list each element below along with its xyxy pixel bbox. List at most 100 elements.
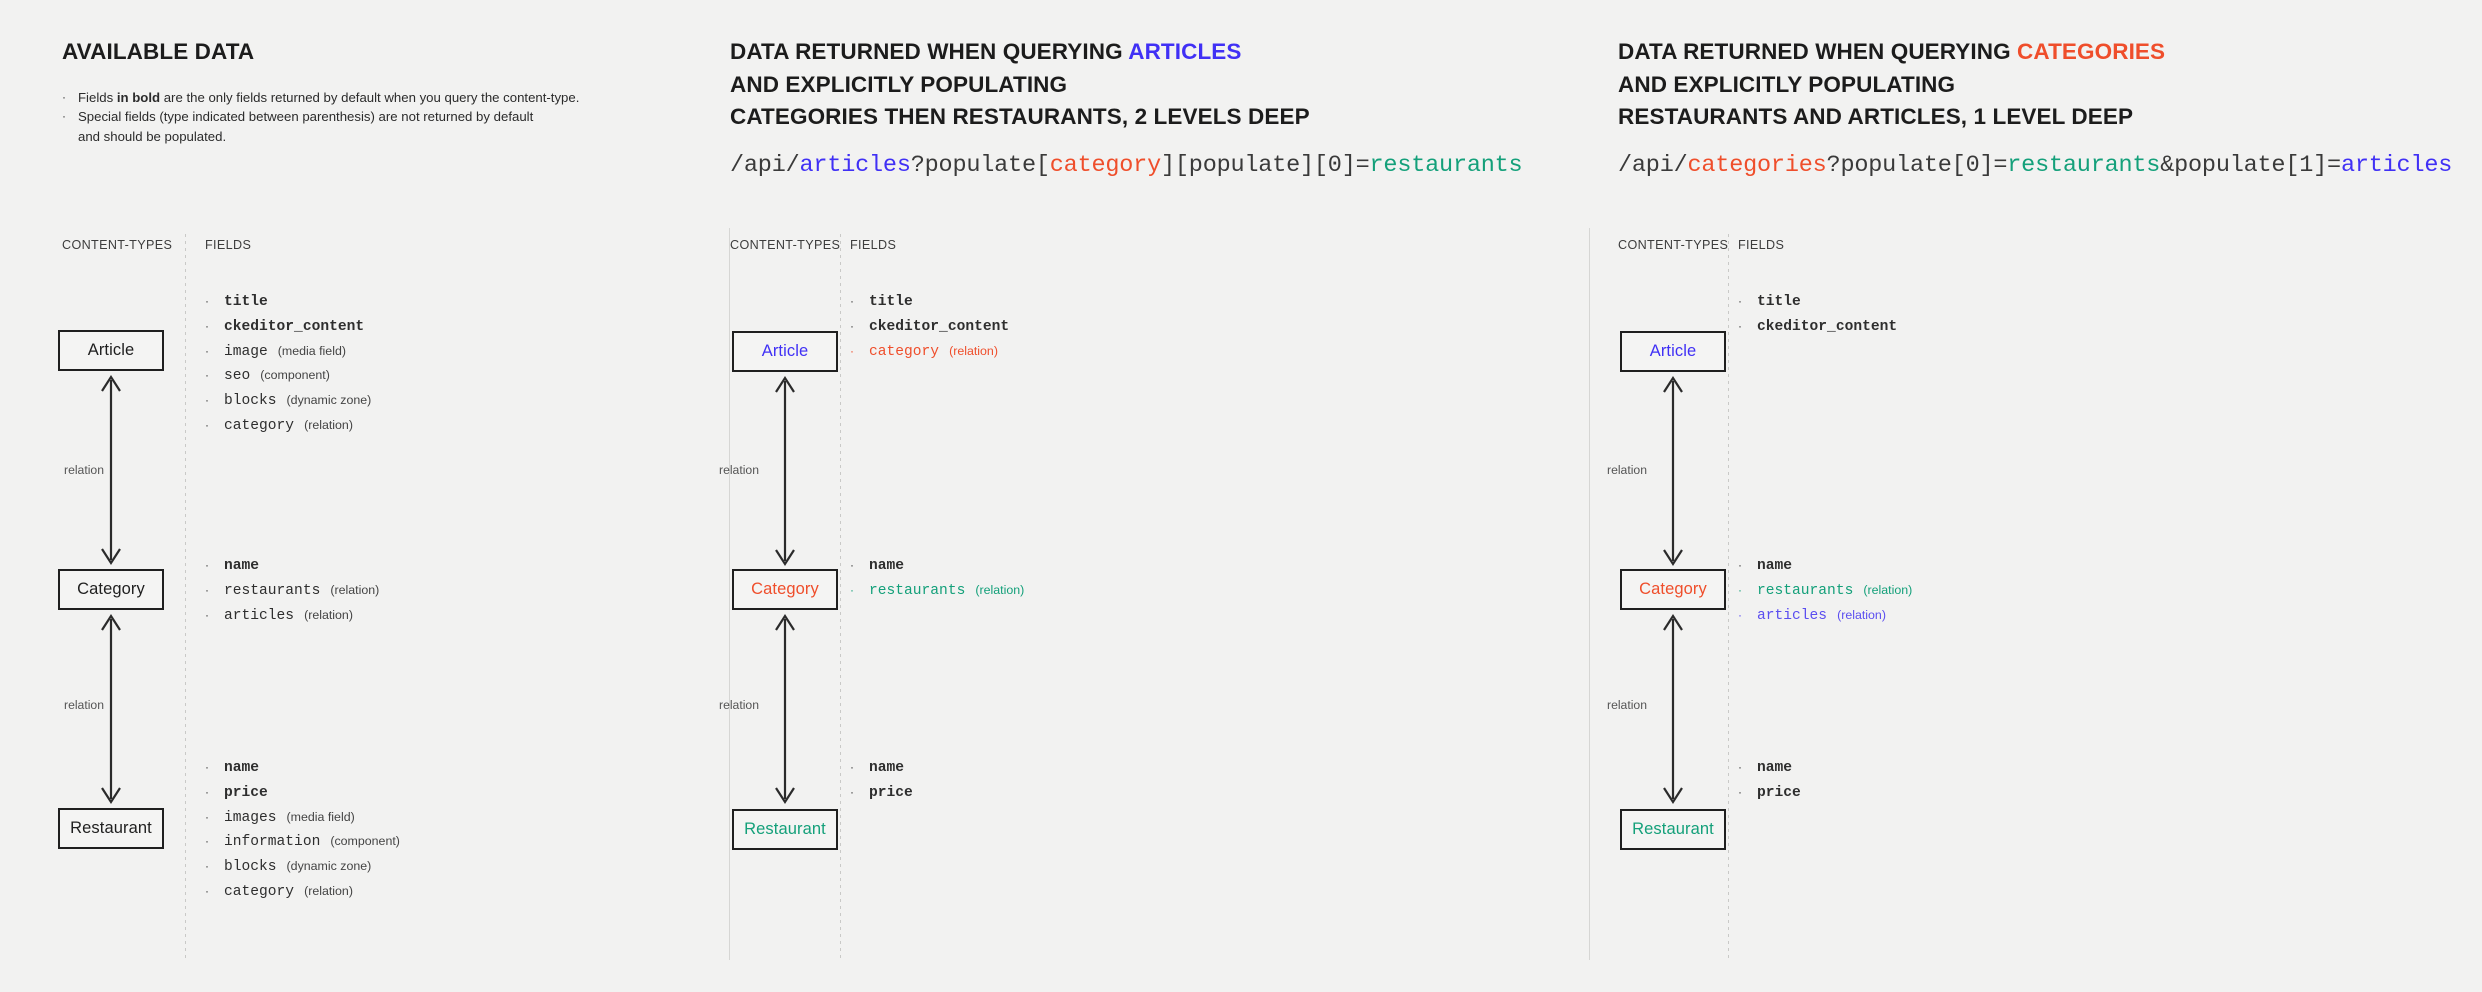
caption-content-types: CONTENT-TYPES — [1618, 238, 1729, 252]
relation-connector — [94, 611, 128, 807]
bullet-icon: · — [205, 760, 209, 774]
heading-accent: ARTICLES — [1128, 39, 1242, 64]
heading-line: AND EXPLICITLY POPULATING — [1618, 71, 1956, 97]
field-name: name — [1757, 760, 1793, 776]
field-name: category — [224, 883, 295, 900]
note-text: Special fields (type indicated between p… — [78, 109, 534, 125]
url-segment: ?populate[ — [910, 152, 1050, 179]
node-article[interactable]: Article — [732, 331, 838, 372]
field-row: ·name — [205, 558, 379, 574]
field-name: price — [869, 784, 913, 801]
relation-connector — [1656, 611, 1690, 807]
bullet-icon: · — [205, 883, 209, 898]
field-row: ·restaurants(relation) — [1738, 583, 1912, 599]
field-name: price — [1757, 784, 1801, 801]
notes-list: · Fields in bold are the only fields ret… — [62, 88, 682, 146]
field-row: ·price — [850, 785, 913, 801]
field-name: articles — [1757, 607, 1828, 624]
field-row: ·ckeditor_content — [1738, 319, 1897, 335]
bullet-icon: · — [1738, 294, 1742, 308]
note-continuation: and should be populated. — [78, 128, 227, 144]
relation-connector — [1656, 373, 1690, 569]
double-arrow-icon — [775, 375, 795, 567]
panel-separator — [729, 228, 730, 960]
column-divider — [1728, 234, 1729, 960]
column-divider — [185, 234, 186, 960]
url-segment: /api/ — [730, 152, 800, 179]
field-row: ·blocks(dynamic zone) — [205, 859, 400, 875]
url-segment: &populate[1]= — [2160, 152, 2341, 179]
note-text: Fields in bold are the only fields retur… — [78, 90, 580, 105]
field-row: ·information(component) — [205, 834, 400, 850]
node-category[interactable]: Category — [732, 569, 838, 610]
node-restaurant[interactable]: Restaurant — [58, 808, 164, 849]
field-name: name — [1757, 558, 1793, 574]
bullet-icon: · — [1738, 784, 1742, 799]
field-type: (relation) — [1863, 582, 1913, 597]
bullet-icon: · — [1738, 760, 1742, 774]
bullet-icon: · — [205, 294, 209, 308]
bullet-icon: · — [1738, 318, 1742, 333]
bullet-icon: · — [62, 109, 66, 124]
double-arrow-icon — [1663, 613, 1683, 805]
field-name: restaurants — [224, 582, 321, 599]
node-category[interactable]: Category — [58, 569, 164, 610]
column-divider — [840, 234, 841, 960]
field-row: ·title — [205, 294, 371, 310]
caption-fields: FIELDS — [205, 238, 252, 252]
field-type: (dynamic zone) — [286, 393, 372, 408]
field-row: · name — [205, 760, 400, 776]
field-row: ·name — [850, 558, 1024, 574]
field-row: ·articles(relation) — [1738, 608, 1912, 624]
field-name: articles — [224, 607, 295, 624]
field-row: ·images(media field) — [205, 810, 400, 826]
heading-line: AVAILABLE DATA — [62, 39, 255, 64]
field-name: name — [869, 760, 905, 776]
panel-separator — [1589, 228, 1590, 960]
field-name: ckeditor_content — [224, 318, 365, 335]
field-type: (component) — [260, 368, 330, 383]
double-arrow-icon — [101, 374, 121, 566]
field-name: name — [224, 760, 260, 776]
field-type: (relation) — [304, 883, 353, 898]
url-segment: ?populate[0]= — [1826, 152, 2008, 179]
bullet-icon: · — [850, 760, 854, 774]
bullet-icon: · — [850, 558, 854, 572]
field-row: ·ckeditor_content — [850, 319, 1009, 335]
caption-fields: FIELDS — [1738, 238, 1785, 252]
relation-label: relation — [64, 463, 104, 477]
field-name: category — [224, 417, 295, 434]
url-segment: restaurants — [2007, 152, 2161, 179]
field-row: ·articles(relation) — [205, 608, 379, 624]
relation-label: relation — [1607, 698, 1647, 712]
note-item: · Fields in bold are the only fields ret… — [62, 88, 682, 107]
node-article[interactable]: Article — [58, 330, 164, 371]
field-type: (relation) — [975, 582, 1025, 597]
field-type: (relation) — [304, 607, 353, 622]
fields-restaurant: · name ·price — [850, 760, 913, 810]
field-name: images — [224, 809, 277, 826]
node-restaurant[interactable]: Restaurant — [1620, 809, 1726, 850]
bullet-icon: · — [205, 558, 209, 572]
field-type: (media field) — [277, 343, 346, 358]
fields-category: ·name ·restaurants(relation) — [850, 558, 1024, 608]
bullet-icon: · — [205, 582, 209, 597]
heading-line: CATEGORIES THEN RESTAURANTS, 2 LEVELS DE… — [730, 104, 1310, 129]
bullet-icon: · — [62, 90, 66, 104]
fields-article: ·title ·ckeditor_content — [1738, 294, 1897, 344]
field-name: category — [869, 343, 940, 360]
node-restaurant[interactable]: Restaurant — [732, 809, 838, 850]
field-row: · category (relation) — [205, 884, 400, 900]
node-category[interactable]: Category — [1620, 569, 1726, 610]
field-name: blocks — [224, 393, 277, 410]
field-row: ·title — [1738, 294, 1897, 310]
field-row: ·restaurants(relation) — [205, 583, 379, 599]
node-article[interactable]: Article — [1620, 331, 1726, 372]
fields-category: ·name ·restaurants(relation) ·articles(r… — [205, 558, 379, 632]
panel-heading: AVAILABLE DATA — [62, 36, 254, 69]
panel-query-articles: DATA RETURNED WHEN QUERYING ARTICLES AND… — [719, 0, 1590, 992]
bullet-icon: · — [1738, 558, 1742, 572]
panel-available-data: AVAILABLE DATA · Fields in bold are the … — [0, 0, 730, 992]
field-name: seo — [224, 368, 251, 385]
